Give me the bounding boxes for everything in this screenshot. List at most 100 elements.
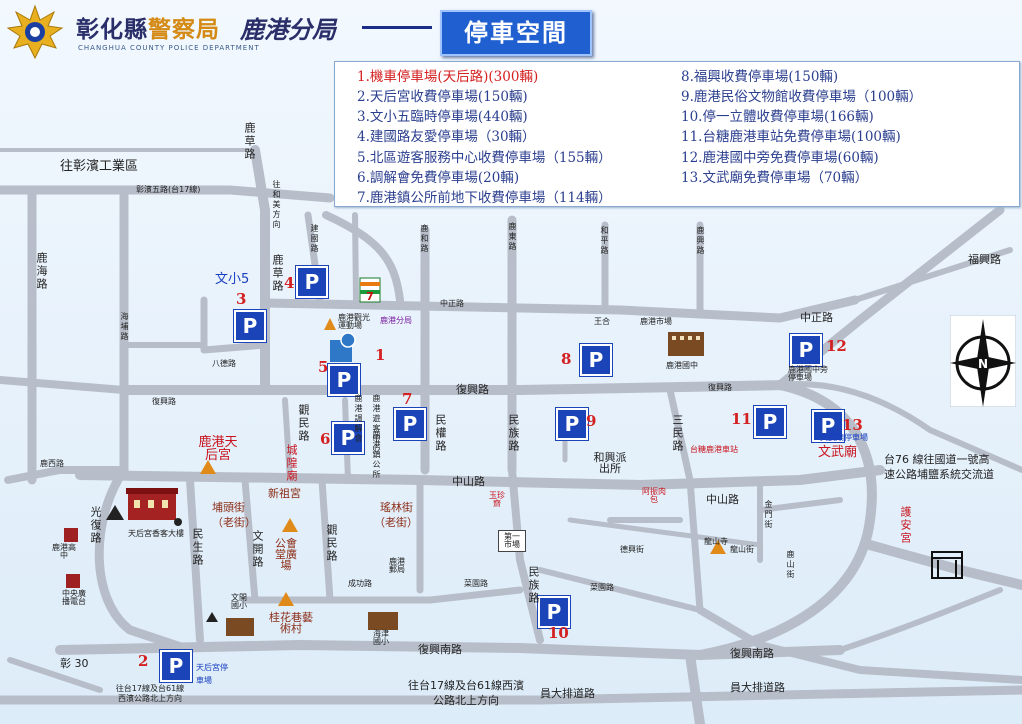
parking-marker-2[interactable]: P [159, 649, 193, 683]
parking-marker-3[interactable]: P [233, 309, 267, 343]
label-haipu-road: 海埔路 [120, 312, 129, 342]
label-tai17-bottom: 往台17線及台61線西濱公路北上方向 [408, 679, 524, 708]
parking-marker-10[interactable]: P [537, 595, 571, 629]
label-fuxing-road-mid: 復興路 [456, 383, 489, 396]
label-lugang-post: 鹿港郵局 [389, 557, 405, 574]
label-tianhou-parking: 天后宮停車場 [196, 663, 228, 685]
legend-item: 11.台糖鹿港車站免費停車場(100輛) [681, 129, 901, 145]
legend-item: 10.停一立體收費停車場(166輛) [681, 109, 874, 125]
label-minzu-road-2: 民族路 [527, 566, 540, 605]
label-wanghua: 王合 [594, 317, 610, 326]
police-station-icon [330, 332, 356, 362]
school-icon-ludong [668, 332, 704, 356]
label-haijin-school: 海津國小 [373, 629, 389, 646]
label-caiyuan-road: 菜園路 [464, 579, 488, 588]
parking-marker-9[interactable]: P [555, 407, 589, 441]
parking-number-8: 8 [561, 350, 572, 368]
label-chenghuang-temple: 城隍廟 [285, 444, 298, 483]
parking-marker-6[interactable]: P [331, 421, 365, 455]
label-minzu-road: 民族路 [507, 414, 520, 453]
temple-triangles [200, 318, 726, 606]
legend-item: 3.文小五臨時停車場(440輛) [357, 109, 528, 125]
label-zhumin-road: 觀民路 [297, 404, 310, 443]
label-tianhou-temple: 鹿港天后宮 [198, 435, 238, 463]
compass-rose-icon: N [949, 314, 1017, 408]
label-lugang-high: 鹿港高中 [52, 543, 76, 560]
label-sanmin-road: 三民路 [671, 414, 684, 453]
label-hemei-direction: 往和美方向 [272, 180, 281, 230]
legend-item: 13.文武廟免費停車場（70輛） [681, 170, 869, 186]
label-chenggong-road: 成功路 [348, 579, 372, 588]
label-heping-road: 和平路 [600, 226, 609, 256]
label-guihua-village: 桂花巷藝術村 [269, 611, 313, 635]
label-huan-temple: 護安宮 [899, 506, 912, 545]
label-lugang-tourist: 鹿港遊客中心 [372, 394, 381, 454]
parking-marker-12[interactable]: P [789, 333, 823, 367]
label-luxi-road: 鹿西路 [40, 459, 64, 468]
school-icon-haijin [368, 612, 398, 630]
label-luhe-road: 鹿和路 [420, 224, 429, 254]
label-wenxiao5: 文小5 [215, 272, 250, 287]
org-title: 彰化縣警察局 [76, 17, 220, 43]
parking-marker-13[interactable]: P [811, 409, 845, 443]
highway-gate-icon [931, 551, 963, 579]
header: 彰化縣警察局 CHANGHUA COUNTY POLICE DEPARTMENT… [0, 0, 1022, 62]
label-old-street-1: （老街） [212, 516, 256, 529]
label-lugang-junior-high: 鹿港國中 [666, 361, 698, 370]
label-zhongshan-road-mid: 中山路 [452, 475, 485, 488]
legend-item: 9.鹿港民俗文物館收費停車場（100輛） [681, 89, 923, 105]
parking-marker-4[interactable]: P [295, 265, 329, 299]
parking-number-7: 7 [402, 390, 413, 408]
parking-number-13: 13 [842, 416, 863, 434]
parking-marker-11[interactable]: P [753, 405, 787, 439]
compass: N [949, 314, 1017, 408]
label-lucao-road-top: 鹿草路 [243, 122, 256, 161]
label-lugang-market: 鹿港市場 [640, 317, 672, 326]
label-longshan-temple: 龍山寺 [704, 537, 728, 546]
legend-item: 7.鹿港鎮公所前地下收費停車場（114輛） [357, 190, 612, 206]
tianhou-temple-icon [126, 488, 178, 520]
legend-item: 8.福興收費停車場(150輛) [681, 69, 839, 85]
label-zhongshan-road-right: 中山路 [706, 493, 739, 506]
parking-number-12: 12 [826, 337, 847, 355]
small-triangle-icon [206, 612, 218, 622]
parking-number-2: 2 [138, 652, 149, 670]
label-fuxing-road: 福興路 [968, 253, 1001, 266]
label-fuxing-south-2: 復興南路 [730, 647, 774, 660]
label-yuzhen-shop: 玉珍齋 [489, 491, 505, 508]
label-first-market: 第一市場 [498, 530, 526, 552]
label-public-hall: 公會堂廣場 [275, 537, 297, 572]
parking-number-6: 6 [320, 430, 331, 448]
org-title-en: CHANGHUA COUNTY POLICE DEPARTMENT [78, 44, 260, 52]
dot-icon [174, 518, 182, 526]
label-taitang-station: 台糖鹿港車站 [690, 445, 738, 454]
label-central-radio: 中央廣播電台 [62, 589, 86, 606]
label-minsheng-road: 民生路 [191, 528, 204, 567]
legend-item: 6.調解會免費停車場(20輛) [357, 170, 520, 186]
label-caiyuan-road-2: 菜園路 [590, 583, 614, 592]
label-lushan-street: 鹿山街 [786, 550, 795, 580]
parking-marker-7[interactable]: P [393, 407, 427, 441]
label-lugang-office: 鹿港鎮公所 [372, 430, 381, 480]
label-lukang-industrial: 往彰濱工業區 [60, 159, 139, 174]
label-ludong-road: 鹿東路 [508, 222, 517, 252]
mountain-icon [106, 505, 124, 520]
label-yaolin-street: 瑤林街 [380, 501, 413, 514]
branch-title: 鹿港分局 [240, 16, 336, 44]
label-zhongzheng-road-top: 中正路 [440, 299, 464, 308]
parking-marker-8[interactable]: P [579, 343, 613, 377]
label-fuxing-road-right: 復興路 [708, 383, 732, 392]
legend-item: 5.北區遊客服務中心收費停車場（155輛） [357, 150, 612, 166]
label-tai17-left: 往台17線及台61線西濱公路北上方向 [115, 684, 185, 704]
convenience-store-icon: 7 [359, 277, 381, 303]
parking-marker-1[interactable]: P [327, 363, 361, 397]
label-xinzu-temple: 新祖宮 [268, 487, 301, 500]
label-lucao-road: 鹿草路 [271, 254, 284, 293]
label-bade-road: 八德路 [212, 359, 236, 368]
legend-item: 4.建國路友愛停車場（30輛） [357, 129, 536, 145]
parking-legend: 1.機車停車場(天后路)(300輛) 2.天后宮收費停車場(150輛) 3.文小… [334, 61, 1020, 207]
compass-north-letter: N [978, 357, 988, 371]
parking-number-4: 4 [284, 274, 295, 292]
label-guanmin-road: 觀民路 [325, 524, 338, 563]
